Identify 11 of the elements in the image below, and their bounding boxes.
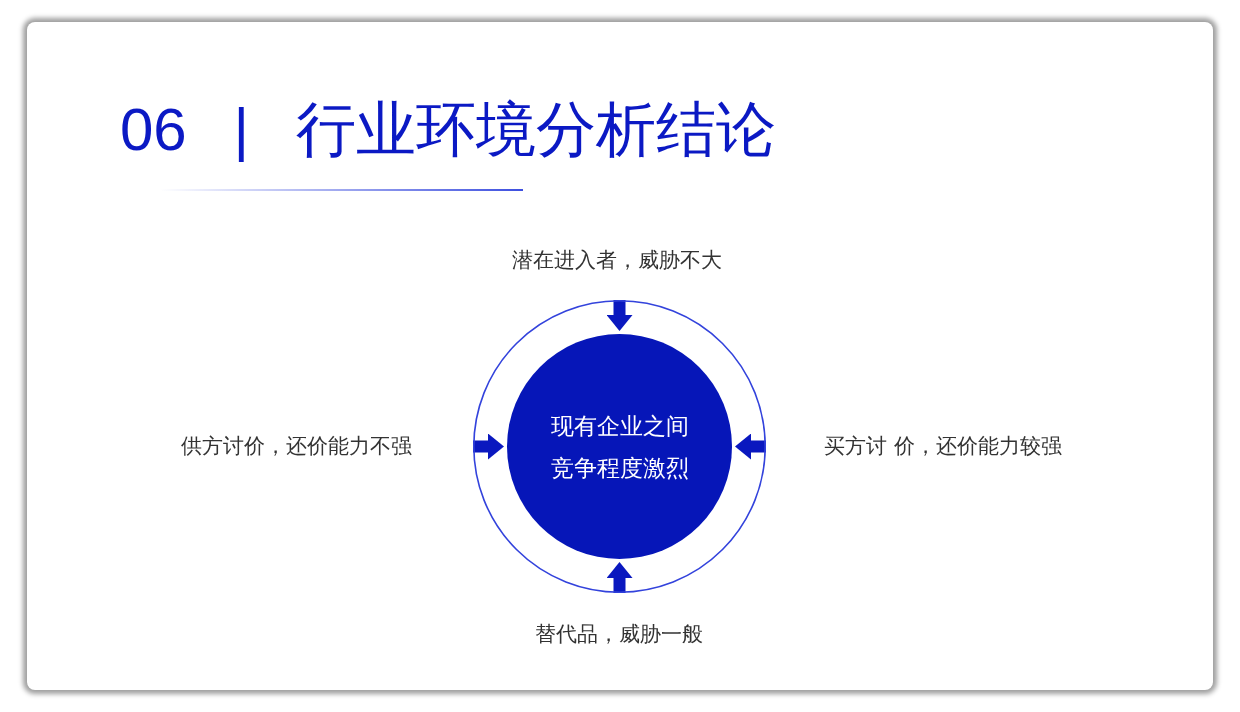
force-label: 潜在进入者，威胁不大 (512, 247, 722, 274)
outer-ring (473, 300, 766, 593)
slide-title: 06 | 行业环境分析结论 (120, 100, 776, 160)
force-label: 替代品，威胁一般 (535, 621, 703, 648)
arrow (735, 433, 766, 460)
force-label: 买方讨 价，还价能力较强 (824, 433, 1062, 460)
arrow (606, 562, 633, 593)
force-label: 供方讨价，还价能力不强 (180, 433, 412, 460)
arrow (473, 433, 504, 460)
arrow (606, 300, 633, 331)
center-text: 现有企业之间竞争程度激烈 (549, 411, 690, 483)
